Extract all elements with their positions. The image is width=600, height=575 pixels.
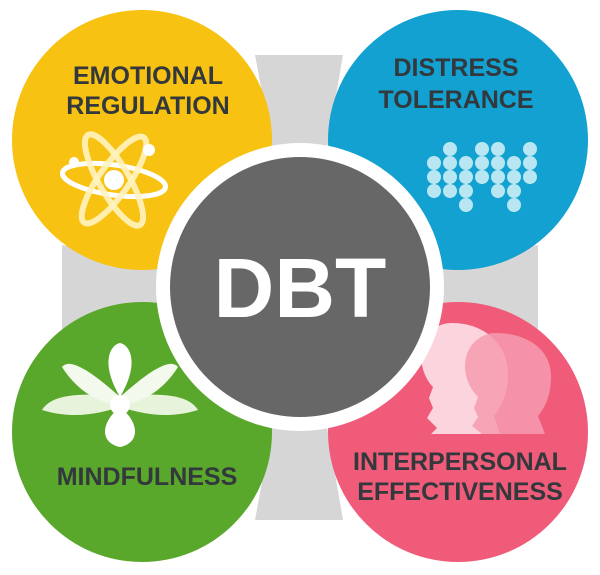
effectiveness-label-line2: EFFECTIVENESS [357, 478, 563, 506]
wave-dots-icon [427, 142, 537, 212]
lotus-icon [42, 343, 198, 447]
center-dbt: DBT [156, 143, 444, 431]
emotional-regulation-label-line1: EMOTIONAL [73, 62, 223, 90]
mindfulness-label: MINDFULNESS [57, 463, 238, 491]
two-heads-icon [421, 323, 551, 434]
emotional-regulation-label-line2: REGULATION [66, 92, 229, 120]
interpersonal-label-line1: INTERPERSONAL [353, 448, 567, 476]
atom-icon [59, 131, 169, 229]
distress-tolerance-label-line2: TOLERANCE [378, 86, 533, 114]
distress-tolerance-label-line1: DISTRESS [393, 54, 518, 82]
center-title: DBT [214, 241, 387, 335]
